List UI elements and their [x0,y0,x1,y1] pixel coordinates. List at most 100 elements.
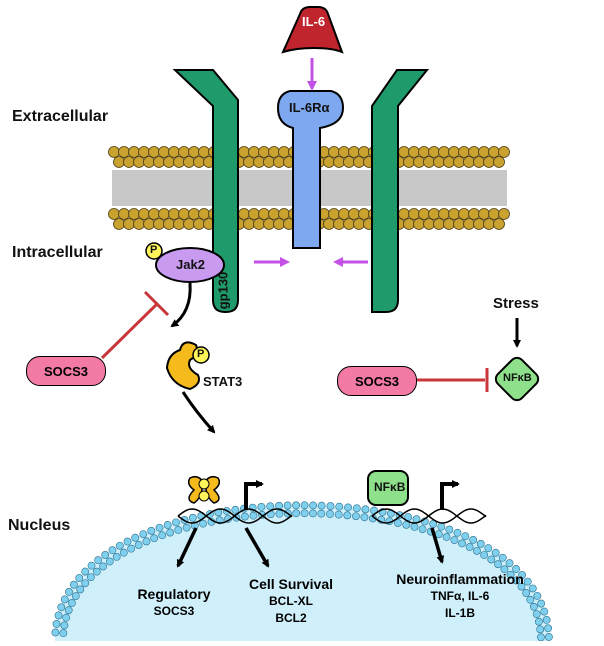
nfkb-nuclear [367,470,409,506]
lipid-head [433,156,445,168]
envelope-bead [533,591,542,600]
envelope-bead [119,548,128,557]
envelope-bead [437,522,446,531]
lipid-head [263,156,275,168]
socs3-right: SOCS3 [337,366,417,396]
envelope-bead [300,509,309,518]
lipid-head [248,146,260,158]
outcome-survival-gene2: BCL2 [275,611,307,625]
envelope-bead [131,533,140,542]
lipid-head [173,218,185,230]
envelope-bead [105,557,114,566]
envelope-bead [266,502,275,511]
envelope-bead [517,582,526,591]
extracellular-label: Extracellular [12,108,109,125]
dna-strands [177,508,487,524]
envelope-bead [542,615,551,624]
envelope-bead [505,559,514,568]
envelope-bead [81,567,90,576]
nuclear-envelope [51,501,553,642]
envelope-bead [532,610,541,619]
lipid-head [263,218,275,230]
envelope-bead [142,537,151,546]
lipid-head [323,156,335,168]
envelope-bead [188,513,197,522]
envelope-bead [134,541,143,549]
lipid-head [163,156,175,168]
envelope-bead [526,595,535,604]
envelope-bead [352,512,360,521]
envelope-bead [147,526,156,535]
envelope-bead [326,510,334,518]
lipid-head [343,156,355,168]
envelope-bead [60,621,69,630]
lipid-head [138,146,150,158]
lipid-head [488,208,500,220]
lipid-head [453,156,465,168]
lipid-head [453,218,465,230]
envelope-bead [360,513,369,522]
envelope-bead [75,574,84,582]
lipid-head [463,218,475,230]
lipid-head [278,208,290,220]
outcome-survival-title: Cell Survival [248,576,334,592]
lipid-head [338,146,350,158]
lipid-head [198,146,210,158]
envelope-bead [199,519,207,528]
lipid-head [498,146,510,158]
lipid-head [163,218,175,230]
envelope-bead [402,520,411,529]
lipid-head [448,146,460,158]
lipid-head [198,208,210,220]
lipid-head [248,208,260,220]
envelope-bead [101,551,110,559]
lipid-head [478,208,490,220]
lipid-head [323,218,335,230]
stat3-label: STAT3 [203,374,243,389]
lipid-head [278,146,290,158]
lipid-head [188,146,200,158]
jak2-phosphate-label: P [150,244,158,256]
outcome-inflammation-gene2: IL-1B [445,606,475,620]
envelope-bead [99,562,107,571]
envelope-bead [506,570,515,579]
envelope-bead [275,509,284,518]
envelope-bead [480,551,489,559]
lipid-head [153,156,165,168]
lipid-head [398,208,410,220]
lipid-head [428,146,440,158]
stat3-dimer [187,475,221,504]
envelope-bead [57,603,66,612]
envelope-bead [71,592,80,601]
lipid-head [178,208,190,220]
lipid-head [148,146,160,158]
outcome-inflammation-title: Neuroinflammation [396,571,524,587]
transcription-start-arrow-right [440,480,460,510]
lipid-head [463,156,475,168]
il6r-alpha-label: IL-6Rα [289,100,330,115]
lipid-head [328,146,340,158]
lipid-head [473,156,485,168]
envelope-bead [536,625,545,634]
envelope-bead [249,511,258,520]
lipid-head [443,218,455,230]
outcome-survival: Cell Survival BCL-XL BCL2 [236,576,346,627]
envelope-bead [545,633,553,641]
envelope-bead [81,579,90,588]
envelope-bead [94,556,103,565]
lipid-head [168,146,180,158]
socs3-inhibits-jak2 [100,301,160,360]
intracellular-label: Intracellular [12,244,103,261]
lipid-head [268,208,280,220]
lipid-head [468,146,480,158]
lipid-head [353,218,365,230]
envelope-bead [450,536,459,545]
lipid-head [343,218,355,230]
lipid-head [408,146,420,158]
envelope-bead [292,509,301,518]
jak2-to-stat3-arrow [170,282,192,328]
envelope-bead [112,553,121,561]
lipid-head [128,208,140,220]
envelope-bead [155,523,164,532]
gp130-label: gp130 [215,271,231,310]
